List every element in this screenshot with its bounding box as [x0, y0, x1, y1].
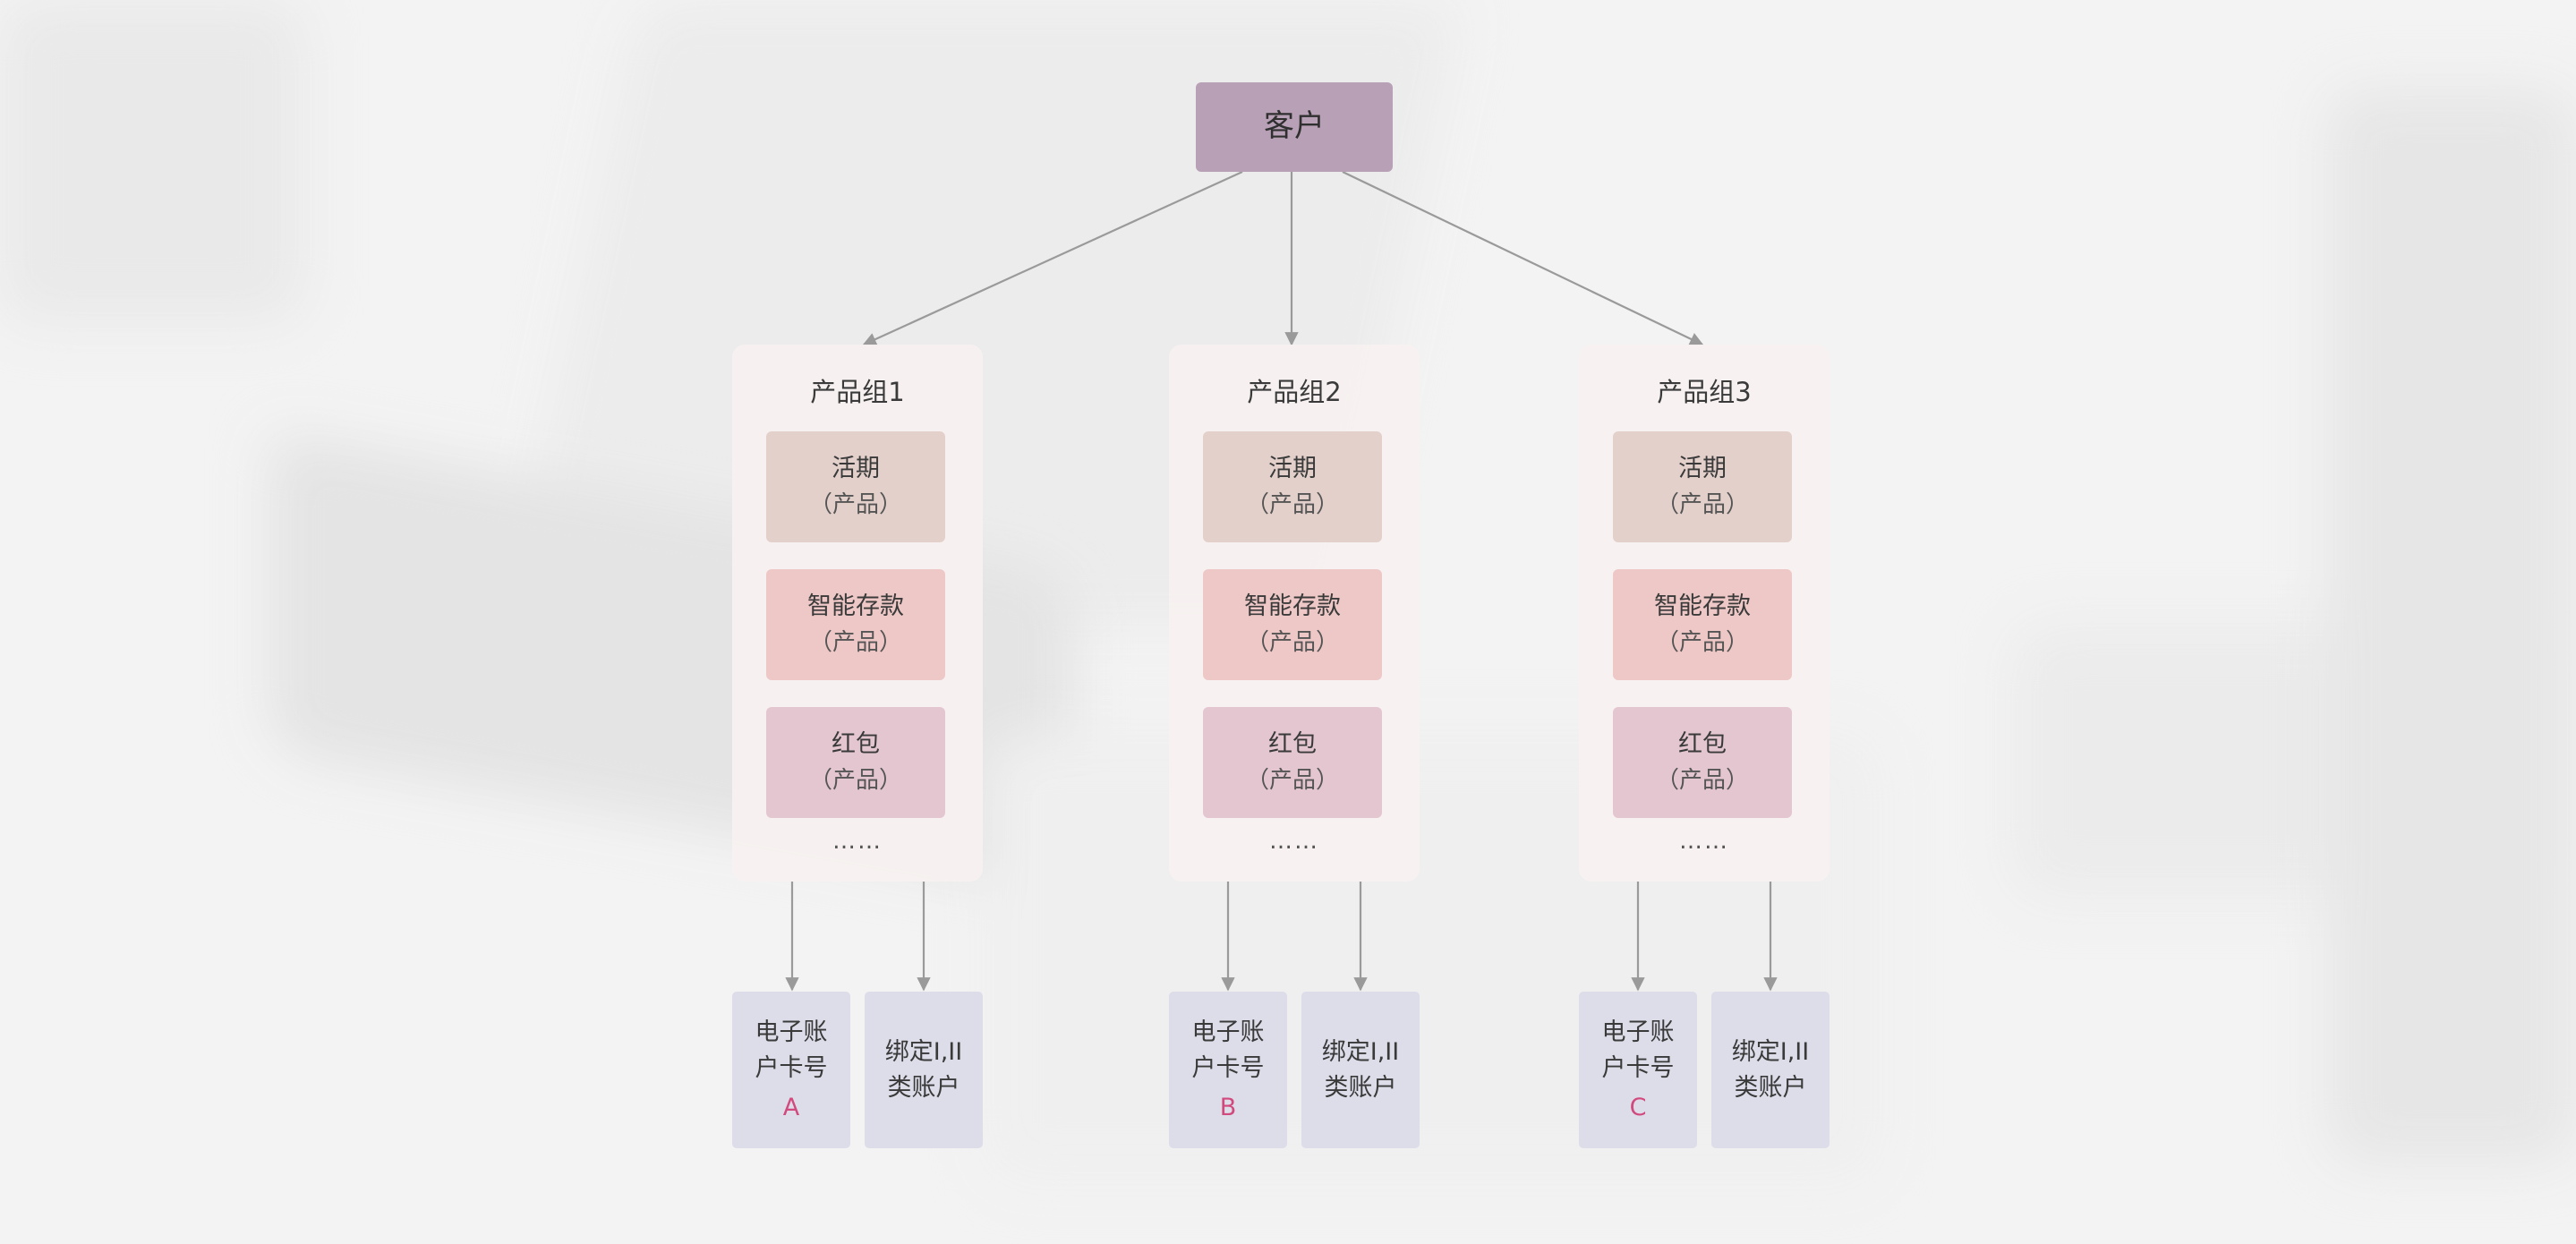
arrow-root-to-group-3	[1342, 171, 1704, 345]
account-line: 户卡号	[1601, 1053, 1675, 1082]
account-line: 绑定I,II	[1731, 1037, 1810, 1066]
product-name: 红包	[1268, 730, 1317, 758]
product-current-deposit: 活期 （产品）	[1203, 431, 1382, 542]
product-name: 红包	[1678, 730, 1727, 758]
product-sub: （产品）	[1655, 767, 1749, 794]
product-current-deposit: 活期 （产品）	[766, 431, 945, 542]
account-line: 电子账	[1191, 1018, 1265, 1046]
product-sub: （产品）	[1245, 491, 1339, 518]
product-name: 智能存款	[807, 592, 904, 620]
bind-account-3: 绑定I,II 类账户	[1711, 992, 1830, 1148]
product-name: 红包	[832, 730, 880, 758]
group-title: 产品组3	[1657, 377, 1752, 407]
product-sub: （产品）	[808, 767, 902, 794]
product-name: 活期	[832, 455, 880, 482]
product-group-1: 产品组1 活期 （产品） 智能存款 （产品） 红包 （产品） ……	[732, 345, 983, 882]
more-ellipsis: ……	[1269, 828, 1319, 855]
more-ellipsis: ……	[1679, 828, 1729, 855]
product-group-2: 产品组2 活期 （产品） 智能存款 （产品） 红包 （产品） ……	[1169, 345, 1420, 882]
customer-node: 客户	[1196, 82, 1393, 172]
account-letter: A	[782, 1093, 800, 1121]
product-group-3: 产品组3 活期 （产品） 智能存款 （产品） 红包 （产品） ……	[1579, 345, 1830, 882]
account-line: 类账户	[887, 1073, 960, 1102]
product-smart-deposit: 智能存款 （产品）	[1613, 569, 1792, 680]
group-title: 产品组2	[1247, 377, 1342, 407]
product-sub: （产品）	[808, 491, 902, 518]
account-line: 绑定I,II	[1321, 1037, 1400, 1066]
account-letter: C	[1629, 1093, 1647, 1121]
account-line: 电子账	[1601, 1018, 1675, 1046]
product-sub: （产品）	[1655, 491, 1749, 518]
e-account-card-c: 电子账 户卡号 C	[1579, 992, 1697, 1148]
group-title: 产品组1	[810, 377, 905, 407]
bind-account-1: 绑定I,II 类账户	[865, 992, 983, 1148]
product-current-deposit: 活期 （产品）	[1613, 431, 1792, 542]
bind-account-2: 绑定I,II 类账户	[1301, 992, 1420, 1148]
account-line: 电子账	[755, 1018, 828, 1046]
more-ellipsis: ……	[832, 828, 883, 855]
product-name: 活期	[1678, 455, 1727, 482]
product-red-packet: 红包 （产品）	[1203, 707, 1382, 818]
product-sub: （产品）	[1655, 629, 1749, 656]
product-red-packet: 红包 （产品）	[1613, 707, 1792, 818]
account-letter: B	[1219, 1093, 1237, 1121]
product-red-packet: 红包 （产品）	[766, 707, 945, 818]
account-line: 类账户	[1734, 1073, 1807, 1102]
product-name: 智能存款	[1654, 592, 1751, 620]
account-line: 绑定I,II	[884, 1037, 963, 1066]
e-account-card-b: 电子账 户卡号 B	[1169, 992, 1287, 1148]
product-sub: （产品）	[1245, 629, 1339, 656]
product-sub: （产品）	[808, 629, 902, 656]
product-smart-deposit: 智能存款 （产品）	[766, 569, 945, 680]
product-name: 活期	[1268, 455, 1317, 482]
account-line: 户卡号	[755, 1053, 828, 1082]
account-line: 户卡号	[1191, 1053, 1265, 1082]
product-smart-deposit: 智能存款 （产品）	[1203, 569, 1382, 680]
customer-label: 客户	[1264, 108, 1325, 145]
product-name: 智能存款	[1244, 592, 1341, 620]
e-account-card-a: 电子账 户卡号 A	[732, 992, 850, 1148]
account-line: 类账户	[1324, 1073, 1397, 1102]
arrow-root-to-group-1	[862, 170, 1243, 346]
product-sub: （产品）	[1245, 767, 1339, 794]
